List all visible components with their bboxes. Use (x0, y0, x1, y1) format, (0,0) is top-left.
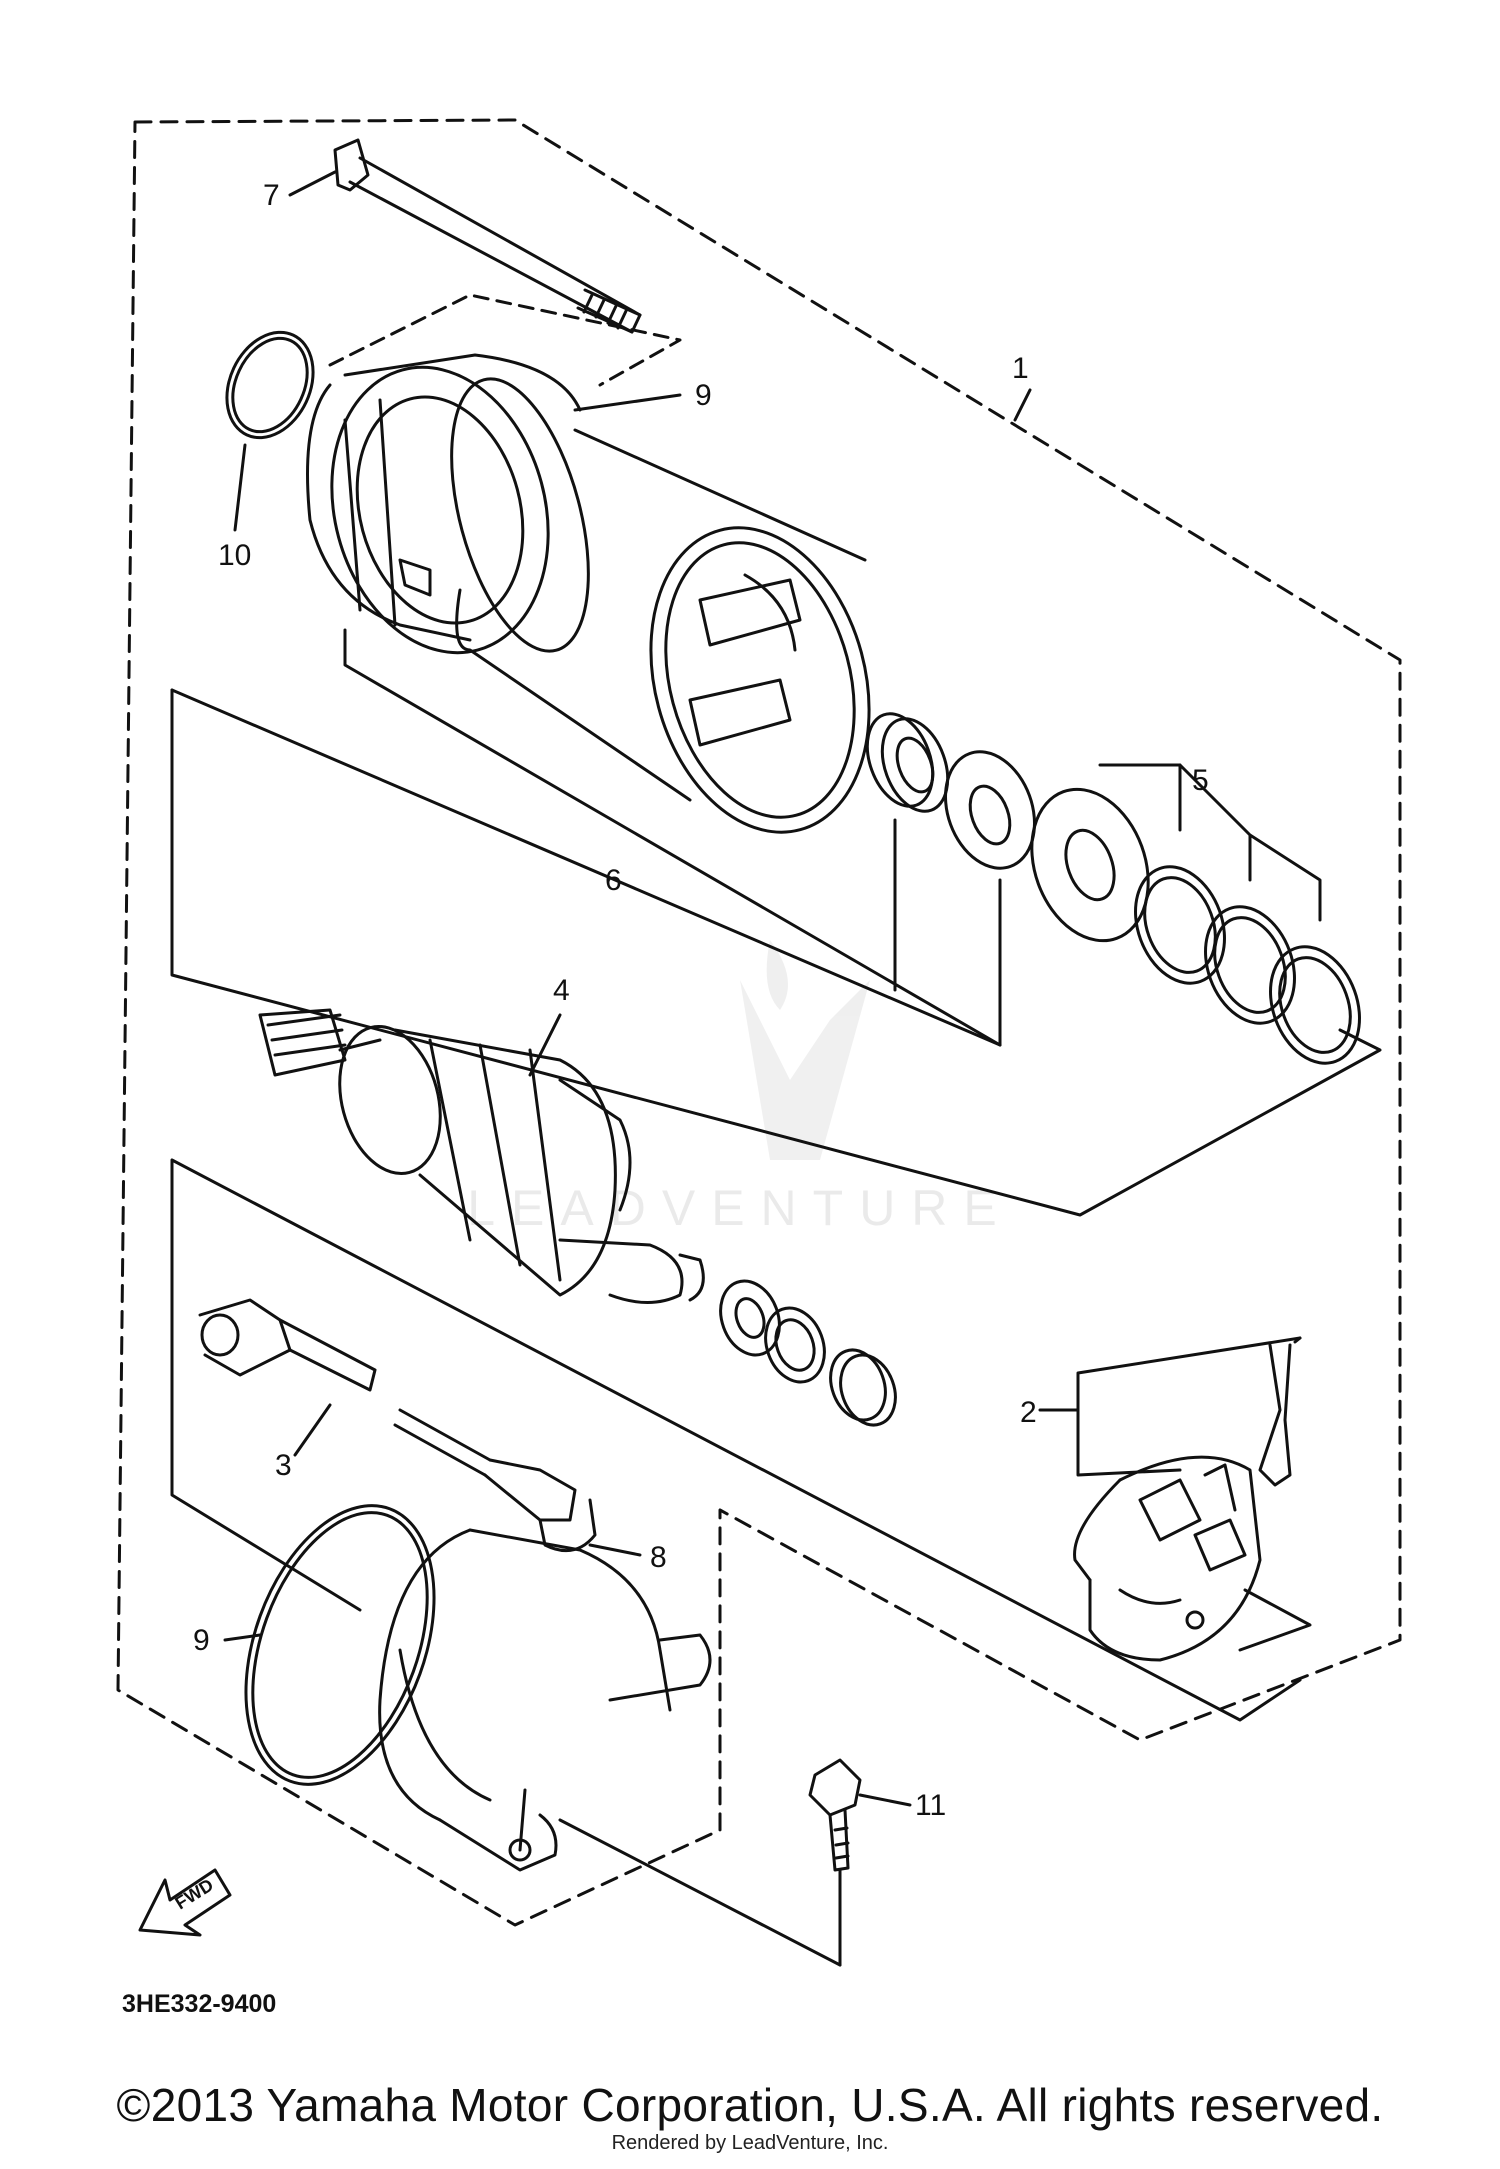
fwd-arrow-icon (138, 1868, 232, 1937)
washer-leader (1098, 763, 1322, 922)
leader-7 (288, 170, 337, 197)
callout-6: 6 (605, 864, 622, 897)
leader-3 (293, 1403, 332, 1457)
seal-washer (944, 750, 1036, 870)
leader-2 (1038, 1336, 1302, 1477)
copyright-notice: ©2013 Yamaha Motor Corporation, U.S.A. A… (116, 2079, 1384, 2131)
leader-9-top (573, 393, 682, 412)
o-ring-lower (244, 1504, 436, 1786)
assembly-outline (116, 118, 1402, 1927)
watermark-text: LEADVENTURE (467, 1180, 1013, 1236)
yoke-group-line (328, 293, 682, 387)
washer-set (1030, 787, 1361, 1065)
watermark (740, 940, 870, 1160)
brush-holder (1073, 1336, 1302, 1662)
frame-6 (170, 688, 1382, 1217)
frame-6-top (170, 688, 1002, 1047)
yoke (450, 377, 871, 834)
callout-3: 3 (275, 1449, 292, 1482)
mounting-bolt (808, 1758, 862, 1872)
frame-brush-kit (170, 1158, 1302, 1722)
bearing (865, 712, 950, 813)
rear-cover (378, 1528, 712, 1872)
leader-4 (528, 1013, 562, 1077)
callout-9-top: 9 (695, 379, 712, 412)
armature-washers (719, 1279, 897, 1427)
leader-8 (588, 1543, 642, 1557)
callout-8: 8 (650, 1541, 667, 1574)
yoke-leader (343, 628, 1002, 1047)
diagram-code: 3HE332-9400 (122, 1990, 276, 2018)
brush-frame (1238, 1588, 1312, 1652)
rear-cover-leader (558, 1818, 842, 1967)
callout-2: 2 (1020, 1396, 1037, 1429)
callout-4: 4 (553, 974, 570, 1007)
armature (258, 1008, 705, 1304)
callout-5: 5 (1192, 764, 1209, 797)
leader-11 (858, 1793, 912, 1807)
o-ring (225, 330, 315, 440)
callout-11: 11 (915, 1789, 946, 1822)
rendered-by-notice: Rendered by LeadVenture, Inc. (611, 2132, 889, 2154)
callout-1: 1 (1012, 352, 1029, 385)
bearing-leader (893, 818, 1002, 1047)
leader-9-bottom (223, 1633, 262, 1642)
leader-10 (233, 443, 247, 532)
front-cover (306, 353, 582, 655)
callout-9-bottom: 9 (193, 1624, 210, 1657)
through-bolt (333, 138, 642, 334)
leader-1 (1013, 388, 1032, 422)
callout-10: 10 (218, 539, 251, 572)
callout-7: 7 (263, 179, 280, 212)
